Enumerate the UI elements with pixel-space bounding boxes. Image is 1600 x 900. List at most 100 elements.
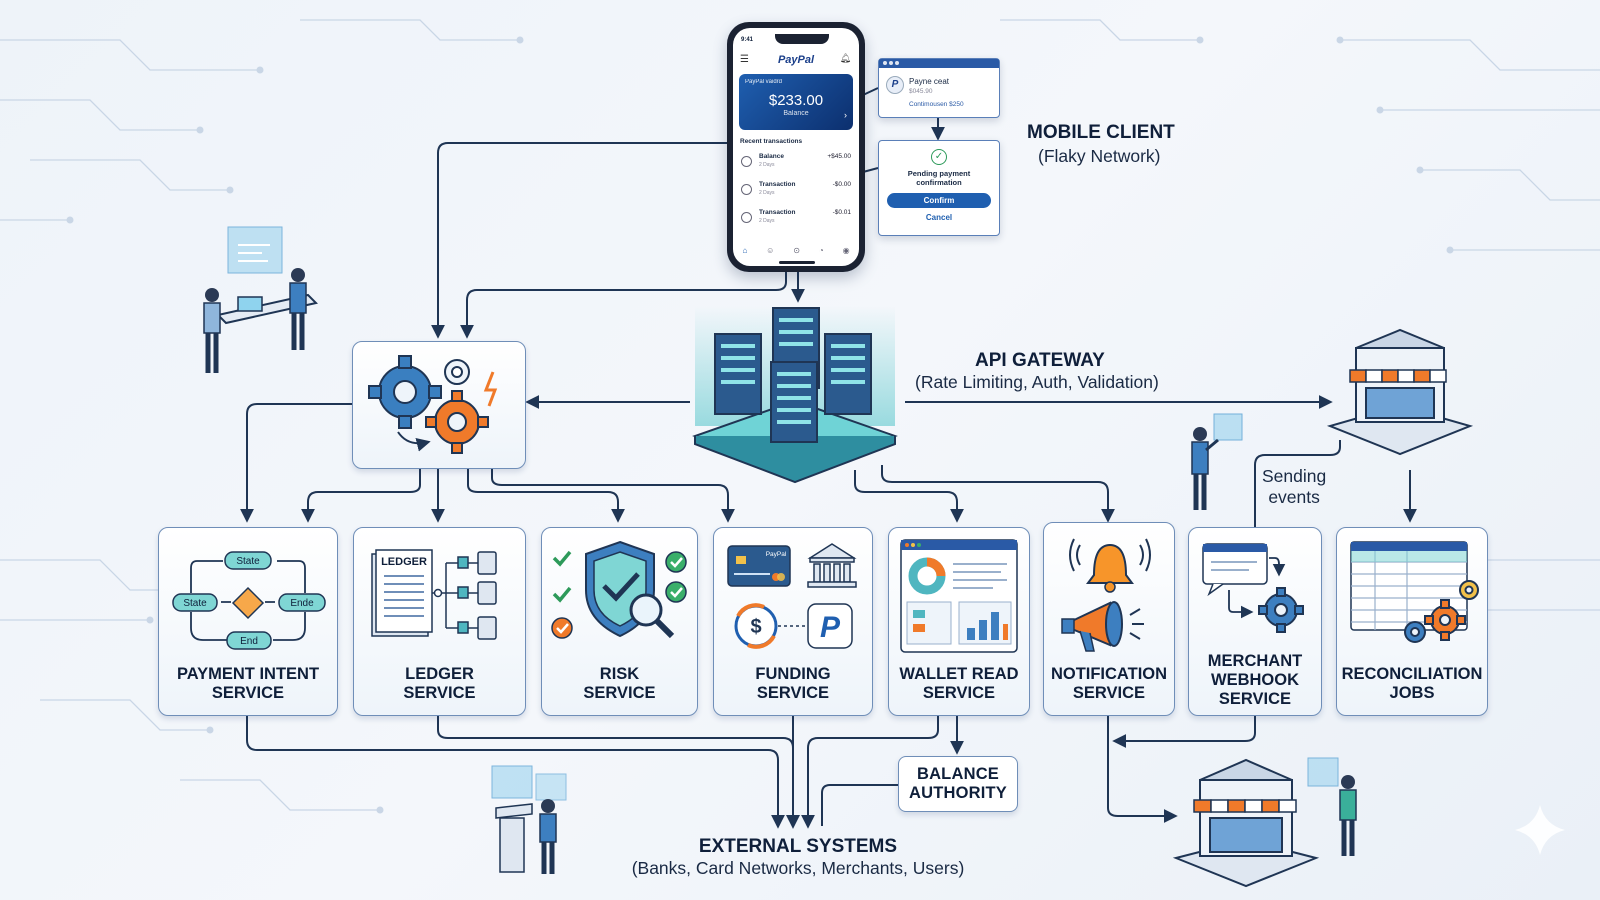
payee-amount: $045.90 — [909, 88, 933, 95]
recent-transactions-heading: Recent transactions — [740, 138, 803, 145]
cancel-button[interactable]: Cancel — [925, 213, 953, 222]
service-title-line: FUNDING — [755, 665, 831, 683]
menu-icon[interactable]: ☰ — [740, 54, 749, 65]
people-icon[interactable]: ☺ — [766, 246, 775, 255]
transaction-name: Transaction — [759, 209, 796, 216]
transaction-row[interactable]: Transaction 2 Days -$0.00 — [739, 178, 853, 204]
orchestrator-box — [352, 341, 526, 469]
external-systems-title: EXTERNAL SYSTEMS — [698, 836, 898, 857]
sending-events-line1: Sending — [1262, 466, 1327, 486]
payment-intent-title: PAYMENT INTENT SERVICE — [159, 665, 337, 703]
transaction-sub: 2 Days — [759, 218, 775, 224]
profile-icon[interactable]: ◉ — [842, 246, 850, 255]
balance-authority-line: AUTHORITY — [908, 784, 1008, 802]
payee-detail: Contimousen $250 — [909, 101, 964, 108]
payment-intent-service[interactable]: State State Ende End PAYMENT INTENT SERV… — [158, 527, 338, 716]
service-title-line: SERVICE — [922, 684, 996, 702]
state-label-left: State — [183, 598, 207, 609]
ledger-book-icon: LEDGER — [371, 549, 497, 640]
service-title-line: SERVICE — [1072, 684, 1146, 702]
service-title-line: WEBHOOK — [1211, 671, 1299, 689]
transaction-sub: 2 Days — [759, 190, 775, 196]
transaction-icon — [741, 184, 752, 195]
transaction-row[interactable]: Transaction 2 Days -$0.01 — [739, 206, 853, 232]
balance-authority-label: BALANCE AUTHORITY — [899, 765, 1017, 803]
gears-icon — [368, 355, 498, 454]
transaction-sub: 2 Days — [759, 162, 775, 168]
sending-events-line2: events — [1268, 487, 1320, 507]
balance-authority-box[interactable]: BALANCE AUTHORITY — [898, 756, 1018, 812]
transaction-name: Transaction — [759, 181, 796, 188]
transaction-amount: +$45.00 — [827, 153, 851, 160]
mobile-client-subtitle: (Flaky Network) — [1038, 146, 1161, 166]
ledger-service[interactable]: LEDGER LEDGER SERVICE — [353, 527, 526, 716]
check-circle-icon: ✓ — [931, 149, 947, 165]
home-icon[interactable]: ⌂ — [742, 246, 748, 255]
merchant-store-bottom-icon — [1172, 757, 1357, 888]
phone-notch — [775, 34, 829, 44]
mobile-client-title: MOBILE CLIENT — [1027, 122, 1175, 143]
phone-time: 9:41 — [741, 37, 754, 43]
state-label-right: Ende — [290, 598, 314, 609]
transaction-icon — [741, 156, 752, 167]
phone-screen: 9:41 ☰ PayPal 🔔︎ PayPal vaidrd $233.00 B… — [733, 28, 859, 266]
phone-tab-bar: ⌂ ☺ ⊙ ◔ ◉ — [733, 246, 859, 260]
funding-service[interactable]: PayPal $ P FUNDING SERVICE — [713, 527, 873, 716]
send-icon[interactable]: ⊙ — [793, 246, 800, 255]
state-label-bottom: End — [240, 636, 258, 647]
confirm-button[interactable]: Confirm — [887, 193, 991, 208]
funding-card-brand: PayPal — [766, 551, 787, 558]
balance-label: Balance — [783, 110, 809, 117]
engineers-illustration — [203, 226, 318, 373]
transaction-name: Balance — [759, 153, 784, 160]
service-title-line: RISK — [599, 665, 640, 683]
api-gateway-title: API GATEWAY — [975, 350, 1105, 371]
merchant-webhook-service[interactable]: MERCHANT WEBHOOK SERVICE — [1188, 527, 1322, 716]
api-gateway-servers — [692, 306, 898, 484]
reconciliation-table-icon — [1350, 541, 1479, 643]
service-title-line: WALLET READ — [899, 665, 1019, 683]
api-gateway-subtitle: (Rate Limiting, Auth, Validation) — [915, 372, 1159, 392]
payee-popup: P Payne ceat $045.90 Contimousen $250 — [878, 58, 1000, 118]
ledger-tag: LEDGER — [381, 556, 427, 568]
phone-brand: PayPal — [777, 54, 815, 66]
activity-icon[interactable]: ◔ — [818, 246, 824, 255]
bell-icon[interactable]: 🔔︎ — [839, 53, 851, 63]
service-title-line: SERVICE — [1218, 690, 1292, 708]
service-title-line: NOTIFICATION — [1050, 665, 1168, 683]
reconciliation-jobs[interactable]: RECONCILIATION JOBS — [1336, 527, 1488, 716]
service-title-line: SERVICE — [583, 684, 656, 702]
transaction-row[interactable]: Balance 2 Days +$45.00 — [739, 150, 853, 176]
wallet-read-service[interactable]: WALLET READ SERVICE — [888, 527, 1030, 716]
transaction-amount: -$0.01 — [832, 209, 851, 216]
merchant-webhook-title: MERCHANT WEBHOOK SERVICE — [1189, 652, 1321, 709]
balance-authority-line: BALANCE — [916, 765, 1000, 783]
risk-title: RISK SERVICE — [542, 665, 697, 703]
funding-title: FUNDING SERVICE — [714, 665, 872, 703]
state-label-top: State — [236, 556, 260, 567]
notification-service[interactable]: NOTIFICATION SERVICE — [1043, 522, 1175, 716]
dashboard-icon — [900, 539, 1018, 653]
sending-events-label: Sending events — [1262, 466, 1326, 508]
risk-service[interactable]: RISK SERVICE — [541, 527, 698, 716]
transaction-icon — [741, 212, 752, 223]
funding-sources-icon: PayPal $ P — [727, 543, 857, 649]
service-title-line: RECONCILIATION — [1341, 665, 1483, 683]
svg-text:$: $ — [750, 616, 761, 638]
kiosk-user-illustration — [491, 765, 567, 874]
balance-card[interactable]: PayPal vaidrd $233.00 Balance › — [739, 74, 853, 130]
popup-titlebar — [879, 59, 999, 68]
service-title-line: SERVICE — [403, 684, 476, 702]
payee-name: Payne ceat — [909, 77, 950, 86]
transaction-amount: -$0.00 — [832, 181, 851, 188]
bell-megaphone-icon — [1061, 538, 1151, 652]
svg-text:P: P — [820, 611, 841, 644]
balance-amount: $233.00 — [768, 92, 824, 109]
service-title-line: LEDGER — [405, 665, 474, 683]
service-title-line: MERCHANT — [1207, 652, 1303, 670]
chevron-right-icon: › — [844, 110, 847, 120]
shield-icon — [551, 540, 687, 639]
reconciliation-title: RECONCILIATION JOBS — [1337, 665, 1487, 703]
paypal-logo-icon: P — [886, 76, 904, 94]
